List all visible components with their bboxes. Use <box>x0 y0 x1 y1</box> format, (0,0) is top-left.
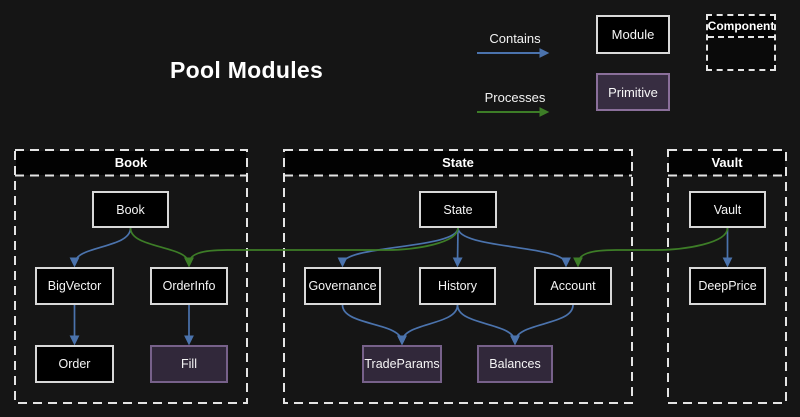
node-balances: Balances <box>477 345 553 383</box>
edge-state-history <box>452 227 463 268</box>
node-bigvector: BigVector <box>35 267 114 305</box>
containers-group <box>14 149 787 404</box>
node-account: Account <box>534 267 612 305</box>
node-fill: Fill <box>150 345 228 383</box>
group-state-titlebar <box>285 151 631 175</box>
edges-group <box>69 227 733 346</box>
page-title: Pool Modules <box>170 57 324 83</box>
node-order: Order <box>35 345 114 383</box>
edge-vault-account <box>573 227 729 268</box>
node-state: State <box>419 191 497 228</box>
group-vault-titlebar <box>669 151 785 175</box>
group-book-titlebar <box>16 151 246 175</box>
edge-history-balances <box>456 304 520 346</box>
node-history: History <box>419 267 496 305</box>
legend-primitive-box: Primitive <box>596 73 670 111</box>
group-vault <box>667 149 787 404</box>
legend-component-label: Component <box>708 16 774 38</box>
edge-state-orderinfo <box>184 227 459 268</box>
legend-module-label: Module <box>611 27 655 42</box>
node-orderinfo: OrderInfo <box>150 267 228 305</box>
legend-contains-label: Contains <box>489 31 541 46</box>
legend-module-box: Module <box>596 15 670 54</box>
legend-component-box: Component <box>706 14 776 71</box>
edge-account-balances <box>510 304 574 346</box>
node-deepprice: DeepPrice <box>689 267 766 305</box>
legend-primitive-label: Primitive <box>608 84 658 100</box>
edge-state-governance <box>337 227 459 268</box>
node-tradeparams: TradeParams <box>362 345 442 383</box>
group-state <box>283 149 633 404</box>
node-governance: Governance <box>304 267 381 305</box>
node-book: Book <box>92 191 169 228</box>
edge-state-account <box>457 227 571 268</box>
edge-governance-tradeparams <box>341 304 407 346</box>
legend-arrows-group <box>477 48 550 117</box>
edge-book-orderinfo <box>129 227 194 268</box>
edge-history-tradeparams <box>397 304 459 346</box>
edge-book-bigvector <box>69 227 132 268</box>
legend-processes-label: Processes <box>484 90 546 105</box>
node-vault: Vault <box>689 191 766 228</box>
group-book <box>14 149 248 404</box>
